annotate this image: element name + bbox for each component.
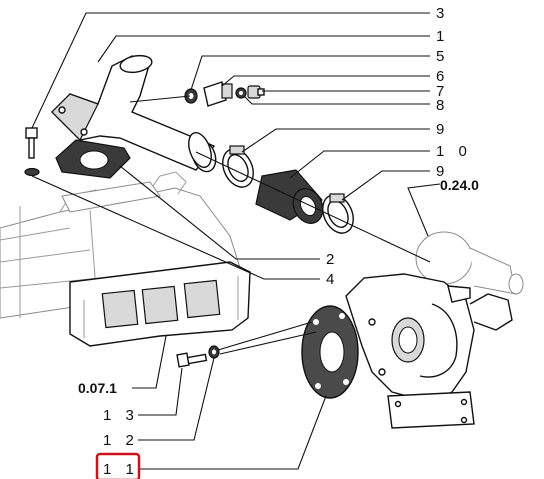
callout-6: 6	[436, 68, 449, 85]
exhaust-manifold	[69, 261, 251, 347]
callout-5: 5	[436, 48, 449, 65]
sensor-fitting-part-6	[203, 81, 233, 107]
turbocharger-upper-ghost	[415, 231, 524, 295]
gasket-part-2	[55, 139, 131, 179]
callout-11: 1 1	[103, 461, 139, 478]
callout-8: 8	[436, 97, 449, 114]
bolt-part-3	[24, 127, 40, 177]
clamp-part-9-upper	[222, 145, 254, 188]
flange-gasket-part-11	[301, 305, 359, 399]
bolt-part-13	[176, 352, 208, 368]
callout-10: 1 0	[436, 143, 472, 160]
sleeve-part-10	[255, 169, 324, 224]
callout-12: 1 2	[103, 432, 139, 449]
leader-lines	[31, 12, 441, 470]
callout-13: 1 3	[103, 407, 139, 424]
highlight-box-callout-11[interactable]	[95, 452, 141, 479]
washer-part-12	[208, 345, 220, 359]
clamp-part-9-lower	[322, 193, 354, 234]
pipe-end-flange	[188, 132, 212, 168]
callout-9-upper: 9	[436, 121, 449, 138]
callout-2: 2	[326, 251, 339, 268]
plug-part-7	[247, 85, 265, 99]
ref-manifold: 0.07.1	[78, 380, 117, 396]
callout-3: 3	[436, 5, 449, 22]
callout-labels: 3 1 5 6 7 8 9 1 0 9 0.24.0 2 4 0.07.1 1 …	[78, 5, 479, 478]
callout-4: 4	[326, 271, 339, 288]
callout-1: 1	[436, 28, 449, 45]
ref-turbo: 0.24.0	[440, 177, 479, 193]
seal-ring-part-8	[235, 87, 247, 99]
callout-9-lower: 9	[436, 163, 449, 180]
turbocharger-main	[345, 273, 513, 429]
callout-7: 7	[436, 83, 449, 100]
